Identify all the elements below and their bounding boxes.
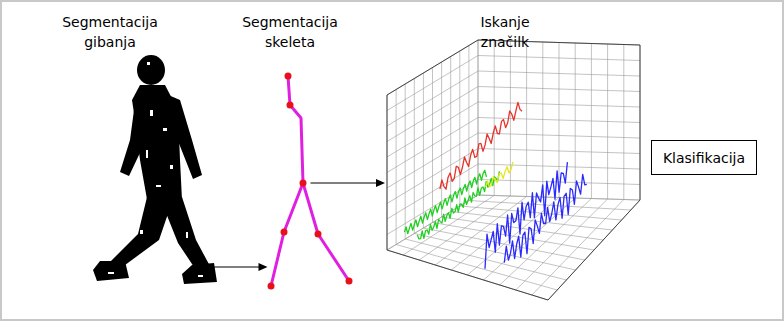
skeleton-leg — [303, 183, 349, 281]
stage-heading: Segmentacija gibanja — [52, 12, 168, 52]
axis-edge — [640, 45, 641, 200]
flow-arrow — [214, 263, 268, 271]
stage-group: Segmentacija gibanja — [30, 6, 222, 298]
silhouette-head — [137, 55, 165, 85]
grid-line — [478, 56, 640, 61]
grid-line — [623, 45, 624, 200]
silhouette-speckles — [108, 62, 203, 277]
axis-edge — [387, 250, 548, 300]
skeleton-spine — [288, 76, 303, 183]
grid-line — [532, 200, 624, 296]
grid-line — [478, 87, 640, 92]
stage-heading: Segmentacija skeleta — [232, 12, 348, 52]
walking-silhouette — [93, 55, 217, 284]
stage-heading: Iskanje značilk — [460, 12, 550, 52]
grid-line — [387, 118, 478, 173]
stage-group: Segmentacija skeleta — [228, 6, 354, 298]
arrow-line — [311, 183, 378, 184]
feature-curve — [504, 174, 587, 262]
arrow-head — [259, 263, 268, 271]
skeleton-leg — [271, 183, 303, 286]
skeleton-figure — [268, 73, 353, 290]
silhouette-arm — [120, 94, 151, 176]
feature-curve — [404, 170, 486, 233]
arrow-head — [376, 179, 385, 187]
feature-plot — [387, 40, 640, 300]
grid-line — [478, 40, 479, 195]
grid-line — [591, 44, 592, 199]
grid-line — [478, 71, 640, 76]
skeleton-joints — [268, 73, 353, 290]
silhouette-arm — [166, 94, 202, 179]
grid-line — [387, 40, 478, 95]
grid-line — [450, 57, 451, 212]
grid-line — [387, 87, 478, 142]
grid-line — [607, 44, 608, 199]
silhouette-foot — [182, 263, 217, 284]
grid-line — [441, 62, 442, 217]
grid-line — [468, 46, 469, 201]
silhouette-leg — [158, 193, 211, 273]
flow-arrow — [311, 179, 386, 187]
silhouette-foot — [93, 261, 129, 281]
grid-line — [640, 45, 641, 200]
stage-group: Iskanje značilk — [382, 6, 646, 308]
grid-line — [451, 212, 613, 231]
grid-line — [469, 201, 631, 211]
arrow-line — [214, 267, 260, 268]
grid-line — [387, 102, 478, 157]
process-box: Klasifikacija — [651, 140, 757, 175]
axis-edge — [387, 40, 478, 95]
grid-line — [387, 71, 478, 126]
feature-curve — [486, 162, 513, 187]
box-label: Klasifikacija — [663, 149, 745, 167]
grid-line — [459, 51, 460, 206]
axis-edge — [387, 95, 388, 250]
grid-line — [478, 102, 640, 107]
grid-line — [387, 56, 478, 111]
grid-line — [387, 95, 388, 250]
grid-line — [575, 43, 576, 198]
